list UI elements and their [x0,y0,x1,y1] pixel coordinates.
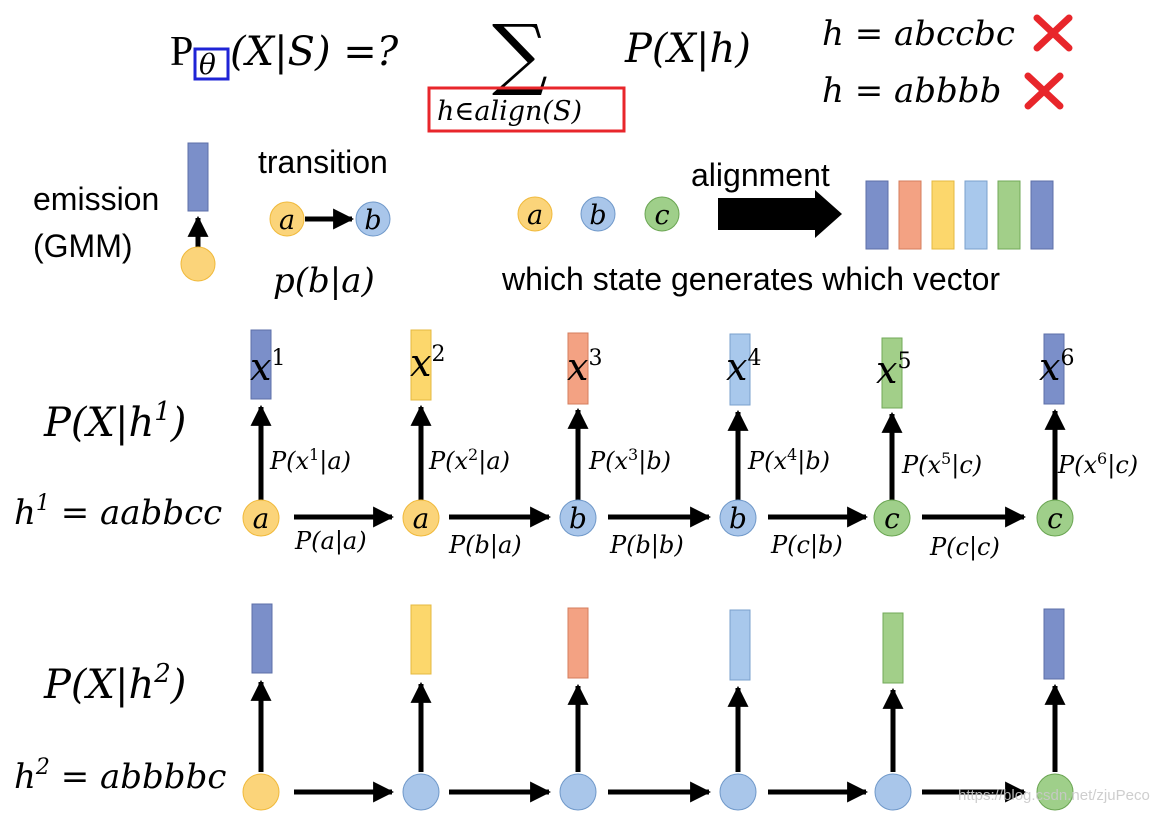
vector-rect [729,609,751,681]
state-circle-c [1036,499,1074,537]
invalid-alignment-1: h = abccbc [822,14,1015,54]
alignment-legend: a b c alignment which state generates wh… [501,157,1054,297]
state-circle-b [559,773,597,811]
transition-prob: P(b|b) [609,531,684,560]
vector-rect [1043,333,1065,405]
state-label: c [1047,502,1063,535]
state-circle-b [719,499,757,537]
alignment-caption: which state generates which vector [501,261,1000,297]
state-circle-b [874,773,912,811]
cross-icon [1024,72,1064,110]
invalid-alignment-2: h = abbbb [822,71,1001,111]
state-label: a [413,502,430,535]
h1-sequence-label: h1 = aabbcc [14,491,222,533]
state-circle-a [242,499,280,537]
transition-prob: p(b|a) [273,261,375,301]
h2-sequence-label: h2 = abbbbc [14,755,226,797]
state-circle-b [355,201,391,237]
vector-rect [567,607,589,679]
x-label: x4 [726,345,761,389]
state-circle-c [873,499,911,537]
formula-rhs: P(X|h) [624,26,751,72]
watermark: https://blog.csdn.net/zjuPeco [958,787,1150,804]
state-label: a [527,200,543,231]
emission-legend: emission (GMM) [33,142,216,282]
x-label: x1 [250,345,285,389]
h1-section: P(X|h1) h1 = aabbcc x1 x2 x3 x4 x5 x6 P(… [14,329,1138,562]
vector-rect [410,604,432,675]
x-label: x2 [410,341,445,385]
state-label: b [364,205,381,236]
invalid-alignments: h = abccbc h = abbbb [822,14,1073,111]
transition-prob: P(b|a) [448,531,522,560]
state-circle-a [242,773,280,811]
state-label: b [569,502,587,535]
vector-rect [865,180,889,250]
alignment-arrow-icon [718,190,842,238]
cross-icon [1033,14,1073,52]
transition-prob: P(a|a) [294,527,367,556]
vector-rect [410,329,432,401]
vector-rect [881,337,903,409]
alignment-label: alignment [691,157,830,193]
vector-rect [997,180,1021,250]
state-circle [180,246,216,282]
vector-rect [1043,608,1065,680]
vector-rect [931,180,955,250]
state-circle-c [1036,773,1074,811]
h2-prob-label: P(X|h2) [43,659,186,708]
vector-rect [567,332,589,405]
emission-gmm-label: (GMM) [33,228,133,264]
emission-prob: P(x4|b) [747,445,830,476]
vector-rect [1030,180,1054,250]
state-circle-b [719,773,757,811]
transition-legend: transition a b p(b|a) [258,144,391,301]
formula-lhs: (X|S) =? [230,29,399,75]
vector-rect [187,142,209,212]
transition-prob: P(c|c) [929,533,1000,562]
emission-label: emission [33,181,159,217]
formula: P θ (X|S) =? ∑ h∈align(S) P(X|h) [170,9,751,133]
state-circle-a [402,499,440,537]
emission-prob: P(x5|c) [901,449,982,480]
state-label: c [654,200,669,231]
emission-prob: P(x3|b) [588,445,671,476]
state-label: b [729,502,747,535]
h1-prob-label: P(X|h1) [43,397,186,446]
vector-rect [250,329,272,400]
emission-prob: P(x1|a) [269,445,351,476]
formula-sigma: ∑ [492,9,548,99]
emission-prob: P(x6|c) [1057,449,1138,480]
sum-index-box [427,86,626,133]
vector-rect [898,180,922,250]
state-label: a [279,205,295,236]
theta-box [193,47,230,81]
state-label: a [253,502,270,535]
state-circle-b [402,773,440,811]
transition-label: transition [258,144,388,180]
state-circle-b [559,499,597,537]
x-label: x3 [567,345,602,389]
vector-sequence [865,180,1054,250]
vector-rect [251,603,273,674]
state-label: b [589,200,606,231]
state-circle-a [517,196,553,232]
state-label: c [884,502,900,535]
formula-P: P [170,29,193,75]
vector-rect [964,180,988,250]
state-circle-b [580,196,616,232]
emission-prob: P(x2|a) [428,445,510,476]
vector-rect [882,612,904,684]
x-label: x5 [876,348,911,392]
formula-sum-index: h∈align(S) [437,96,582,127]
state-circle-a [269,201,305,237]
x-label: x6 [1039,345,1074,389]
vector-rect [729,333,751,406]
state-circle-c [644,196,680,232]
transition-prob: P(c|b) [770,531,843,560]
formula-theta: θ [199,48,216,81]
h2-section: P(X|h2) h2 = abbbbc [14,603,1074,811]
